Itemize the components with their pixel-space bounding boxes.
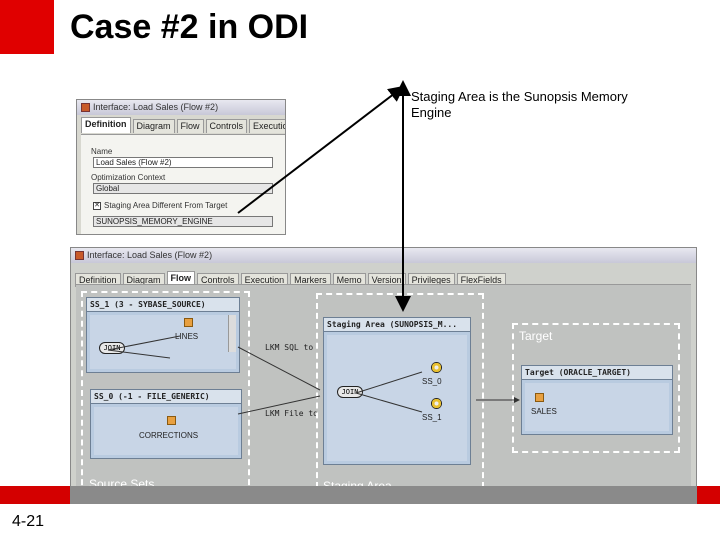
definition-panel: Name Load Sales (Flow #2) Optimization C… <box>81 134 285 234</box>
tab-execution[interactable]: Execution <box>249 119 285 133</box>
staging-area-checkbox-label: Staging Area Different From Target <box>104 201 228 210</box>
interface-icon <box>75 251 84 260</box>
staging-area-header: Staging Area (SUNOPSIS_M... <box>324 318 470 332</box>
slide-number: 4-21 <box>12 513 45 530</box>
tab-diagram[interactable]: Diagram <box>122 273 165 287</box>
tab-flexfields[interactable]: FlexFields <box>456 273 506 287</box>
window-title: Interface: Load Sales (Flow #2) <box>93 102 219 112</box>
callout-arrows <box>237 80 411 312</box>
flow-lines <box>107 335 520 415</box>
interface-window-definition: Interface: Load Sales (Flow #2) Definiti… <box>76 99 286 235</box>
datastore-icon[interactable] <box>184 318 193 327</box>
target-panel[interactable]: Target (ORACLE_TARGET) SALES <box>521 365 673 435</box>
tab-privileges[interactable]: Privileges <box>407 273 455 287</box>
target-label: Target <box>519 329 553 343</box>
source-sets-label: Source Sets <box>89 477 155 487</box>
join-icon[interactable]: JOIN <box>337 386 363 398</box>
name-label: Name <box>91 147 113 156</box>
datastore-icon[interactable] <box>167 416 176 425</box>
name-field[interactable]: Load Sales (Flow #2) <box>93 157 273 168</box>
staging-item-ss0: SS_0 <box>422 377 442 386</box>
staging-area-zone <box>316 293 484 486</box>
corner-red-square <box>0 0 54 54</box>
source-sets-zone <box>81 291 250 486</box>
window-title: Interface: Load Sales (Flow #2) <box>87 250 213 260</box>
flow-diagram-canvas: SS_1 (3 - SYBASE_SOURCE) LINES JOIN SS_0… <box>76 284 691 486</box>
source-set-icon[interactable] <box>431 362 442 373</box>
staging-item-ss1: SS_1 <box>422 413 442 422</box>
staging-area-panel[interactable]: Staging Area (SUNOPSIS_M... JOIN SS_0 SS… <box>323 317 471 465</box>
target-header: Target (ORACLE_TARGET) <box>522 366 672 380</box>
tab-controls[interactable]: Controls <box>197 273 239 287</box>
tab-flow[interactable]: Flow <box>176 119 204 133</box>
tab-version[interactable]: Version <box>367 273 406 287</box>
datastore-icon[interactable] <box>535 393 544 402</box>
tab-markers[interactable]: Markers <box>290 273 331 287</box>
tab-definition[interactable]: Definition <box>75 273 121 287</box>
staging-area-select[interactable]: SUNOPSIS_MEMORY_ENGINE <box>93 216 273 227</box>
tab-controls[interactable]: Controls <box>205 119 248 133</box>
source-set-ss0-panel[interactable]: SS_0 (-1 - FILE_GENERIC) CORRECTIONS <box>90 389 242 459</box>
tab-diagram[interactable]: Diagram <box>132 119 175 133</box>
callout-text: Staging Area is the Sunopsis Memory Engi… <box>411 89 628 120</box>
staging-area-label: Staging Area <box>323 479 392 487</box>
panel-scrollbar[interactable] <box>228 315 236 352</box>
interface-window-flow: Interface: Load Sales (Flow #2) Definiti… <box>70 247 697 487</box>
source-set-ss0-header: SS_0 (-1 - FILE_GENERIC) <box>91 390 241 404</box>
lkm-file-label: LKM File to <box>265 409 318 418</box>
optimization-context-select[interactable]: Global <box>93 183 273 194</box>
footer-red-band <box>0 486 70 504</box>
lkm-sql-label: LKM SQL to <box>265 343 314 352</box>
tab-bar: Definition Diagram Flow Controls Executi… <box>71 263 696 287</box>
window-titlebar: Interface: Load Sales (Flow #2) <box>71 248 696 263</box>
target-zone <box>512 323 680 453</box>
source-set-ss1-panel[interactable]: SS_1 (3 - SYBASE_SOURCE) LINES JOIN <box>86 297 240 373</box>
tab-flow[interactable]: Flow <box>166 271 196 287</box>
footer-gray-band <box>70 486 697 504</box>
datastore-corrections-label: CORRECTIONS <box>139 431 199 440</box>
source-set-ss1-header: SS_1 (3 - SYBASE_SOURCE) <box>87 298 239 312</box>
tab-execution[interactable]: Execution <box>240 273 289 287</box>
tab-memo[interactable]: Memo <box>332 273 366 287</box>
optimization-context-label: Optimization Context <box>91 173 166 182</box>
slide-title: Case #2 in ODI <box>70 8 309 46</box>
footer-red-band-right <box>697 486 720 504</box>
tab-bar: Definition Diagram Flow Controls Executi… <box>77 115 285 133</box>
tab-definition[interactable]: Definition <box>81 117 131 133</box>
datastore-sales-label: SALES <box>531 407 557 416</box>
datastore-lines-label: LINES <box>175 332 199 341</box>
interface-icon <box>81 103 90 112</box>
window-titlebar: Interface: Load Sales (Flow #2) <box>77 100 285 115</box>
source-set-icon[interactable] <box>431 398 442 409</box>
staging-area-checkbox[interactable]: ✕ <box>93 202 101 210</box>
